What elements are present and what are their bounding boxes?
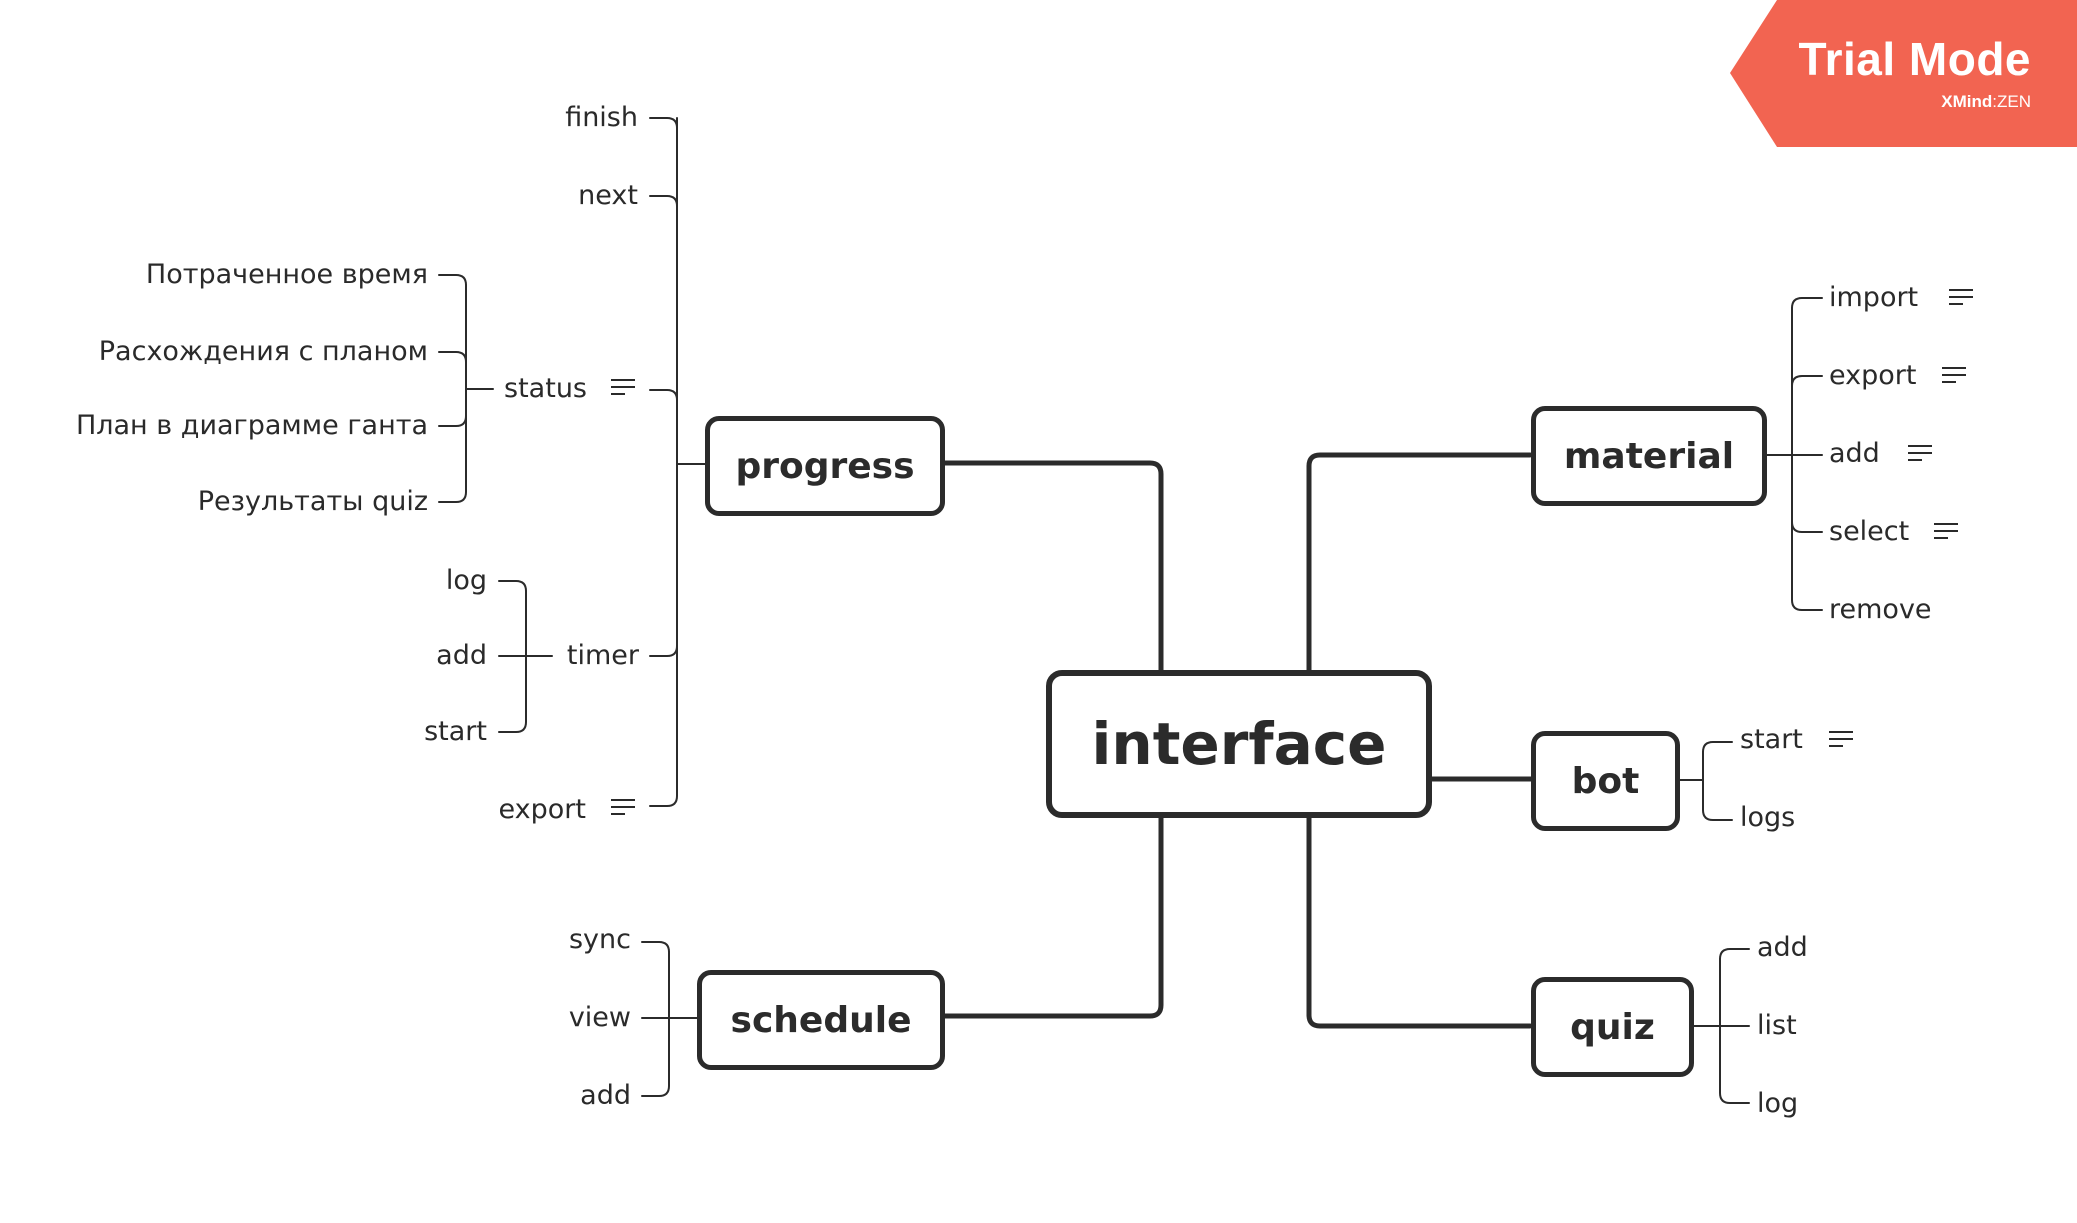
trial-mode-title: Trial Mode <box>1798 33 2031 85</box>
note-lines-icon[interactable] <box>1908 443 1932 463</box>
bot-item[interactable]: start <box>1740 724 1803 755</box>
subtopic-timer[interactable]: timer <box>566 640 639 671</box>
quiz-item[interactable]: log <box>1757 1088 1799 1119</box>
badge-shape <box>1730 0 2077 147</box>
subtopic-next[interactable]: next <box>578 180 638 211</box>
topic-schedule[interactable]: schedule <box>697 970 945 1070</box>
status-item[interactable]: Расхождения с планом <box>98 336 428 367</box>
connector-progress <box>937 460 1164 673</box>
topic-quiz[interactable]: quiz <box>1531 977 1694 1077</box>
material-item[interactable]: select <box>1829 516 1910 547</box>
topic-bot[interactable]: bot <box>1531 731 1680 831</box>
note-lines-icon[interactable] <box>611 797 635 817</box>
central-topic[interactable]: interface <box>1046 670 1432 818</box>
timer-item[interactable]: log <box>445 565 487 596</box>
subtopic-finish[interactable]: finish <box>565 102 638 133</box>
material-item[interactable]: add <box>1829 438 1880 469</box>
material-item[interactable]: import <box>1829 282 1919 313</box>
note-lines-icon[interactable] <box>1949 287 1973 307</box>
subtopic-status[interactable]: status <box>504 373 587 404</box>
schedule-item[interactable]: sync <box>568 924 631 955</box>
subtopic-export[interactable]: export <box>498 794 586 825</box>
note-lines-icon[interactable] <box>1934 521 1958 541</box>
note-lines-icon[interactable] <box>1829 729 1853 749</box>
quiz-item[interactable]: add <box>1757 932 1808 963</box>
status-item[interactable]: План в диаграмме ганта <box>75 410 428 441</box>
timer-item[interactable]: start <box>424 716 487 747</box>
topic-progress[interactable]: progress <box>705 416 945 516</box>
bot-item[interactable]: logs <box>1740 802 1796 833</box>
xmind-zen-logo: XMind:ZEN <box>1941 92 2031 111</box>
timer-item[interactable]: add <box>436 640 487 671</box>
quiz-item[interactable]: list <box>1757 1010 1797 1041</box>
trial-mode-badge[interactable]: Trial Mode XMind:ZEN <box>1730 0 2077 147</box>
connector-schedule <box>937 815 1164 1019</box>
note-lines-icon[interactable] <box>611 377 635 397</box>
status-item[interactable]: Потраченное время <box>145 259 428 290</box>
connector-quiz <box>1306 815 1533 1029</box>
status-item[interactable]: Результаты quiz <box>197 486 428 517</box>
topic-material[interactable]: material <box>1531 406 1767 506</box>
schedule-item[interactable]: view <box>568 1002 631 1033</box>
material-item[interactable]: remove <box>1829 594 1932 625</box>
schedule-item[interactable]: add <box>580 1080 631 1111</box>
material-item[interactable]: export <box>1829 360 1917 391</box>
note-lines-icon[interactable] <box>1942 365 1966 385</box>
connector-material <box>1306 452 1533 673</box>
